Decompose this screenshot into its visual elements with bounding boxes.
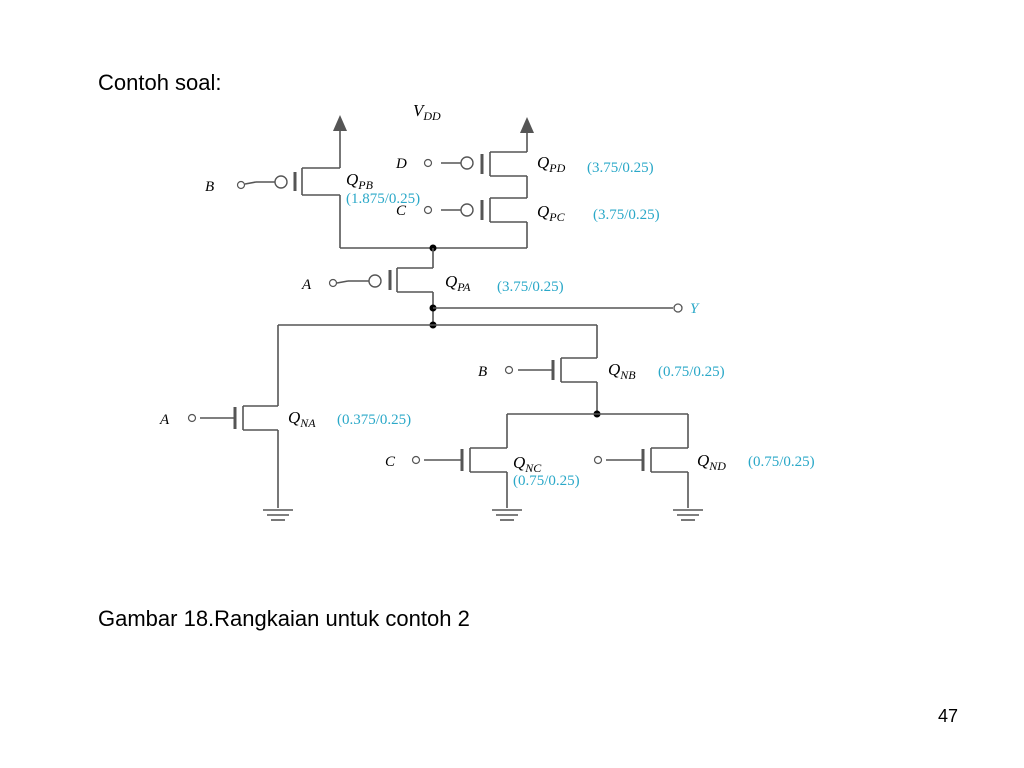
- transistor-qpa: [328, 267, 434, 325]
- transistor-qpb: [236, 167, 341, 248]
- ground-symbol-nc: [492, 509, 522, 521]
- transistor-qna: [187, 405, 279, 508]
- vdd-label: VDD: [413, 101, 441, 123]
- qna-label: QNA: [288, 408, 316, 430]
- input-c-bottom-label: C: [385, 454, 396, 470]
- transistor-qnd: [593, 447, 689, 508]
- qnb-label: QNB: [608, 360, 636, 382]
- parallel-junction: [506, 410, 689, 448]
- qnb-size-label: (0.75/0.25): [658, 364, 725, 380]
- qnc-size-label: (0.75/0.25): [513, 473, 580, 489]
- output-y-node: [429, 303, 683, 313]
- qpa-size-label: (3.75/0.25): [497, 279, 564, 295]
- qpd-label: QPD: [537, 153, 566, 175]
- qpc-size-label: (3.75/0.25): [593, 207, 660, 223]
- pull-up-junction: [340, 244, 527, 268]
- pull-down-junction: [277, 321, 598, 406]
- input-d-label: D: [395, 156, 407, 172]
- qpa-label: QPA: [445, 272, 471, 294]
- page-number: 47: [938, 706, 959, 726]
- input-a-top-label: A: [301, 277, 312, 293]
- input-b-top-label: B: [205, 179, 214, 195]
- figure-caption: Gambar 18.Rangkaian untuk contoh 2: [98, 606, 470, 631]
- transistor-qpd: [423, 151, 528, 198]
- qnd-label: QND: [697, 451, 726, 473]
- input-c-top-label: C: [396, 203, 407, 219]
- transistor-qpc: [423, 197, 528, 248]
- slide-heading: Contoh soal:: [98, 70, 222, 95]
- qpb-size-label: (1.875/0.25): [346, 191, 420, 207]
- qpb-label: QPB: [346, 170, 374, 192]
- output-y-label: Y: [690, 301, 700, 317]
- qna-size-label: (0.375/0.25): [337, 412, 411, 428]
- transistor-qnb: [504, 357, 598, 414]
- ground-symbol-na: [263, 509, 293, 521]
- qnd-size-label: (0.75/0.25): [748, 454, 815, 470]
- transistor-qnc: [411, 447, 508, 508]
- vdd-arrow-left: [333, 115, 347, 168]
- qpd-size-label: (3.75/0.25): [587, 160, 654, 176]
- qpc-label: QPC: [537, 202, 566, 224]
- input-b-bottom-label: B: [478, 364, 487, 380]
- vdd-arrow-right: [520, 117, 534, 152]
- qnc-label: QNC: [513, 453, 542, 475]
- input-a-bottom-label: A: [159, 412, 170, 428]
- ground-symbol-nd: [673, 509, 703, 521]
